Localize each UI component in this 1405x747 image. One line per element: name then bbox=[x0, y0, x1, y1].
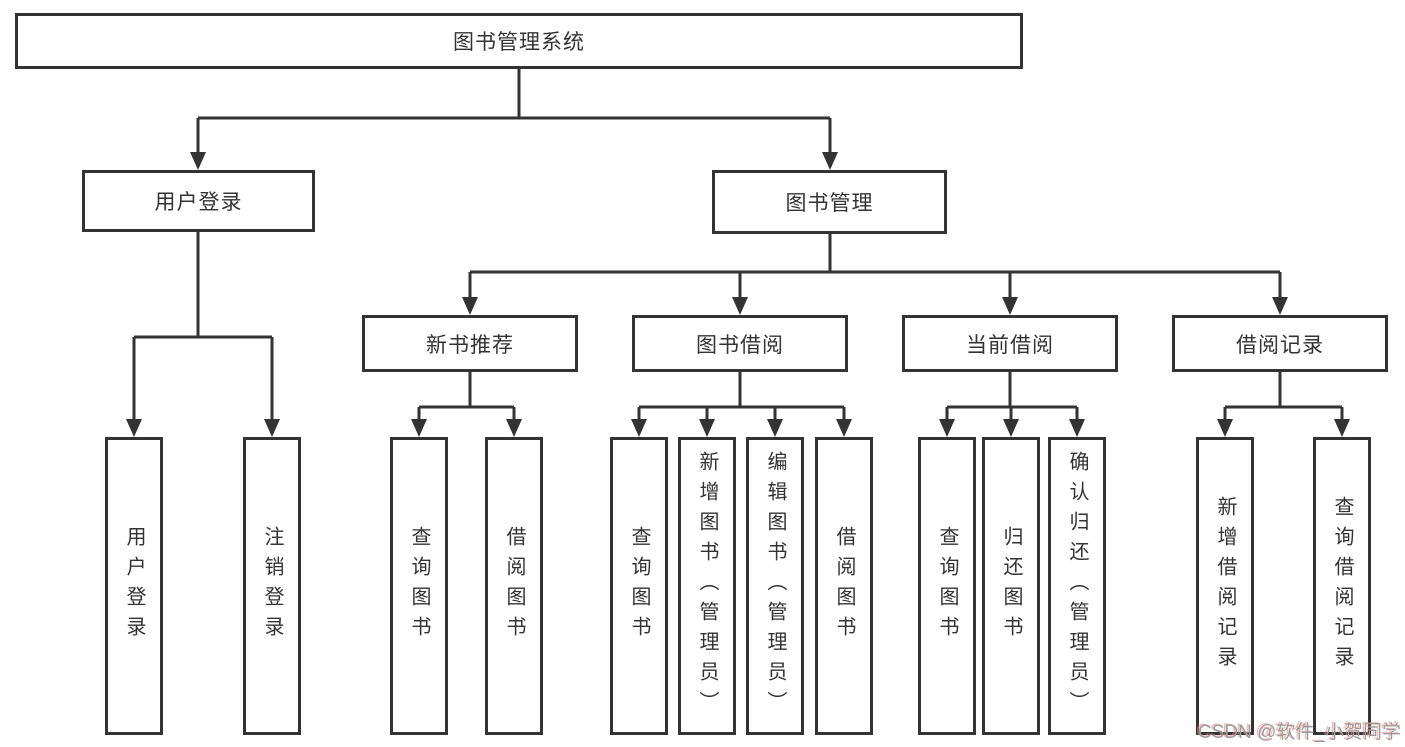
leaf-return-books: 归还图书 bbox=[982, 437, 1040, 735]
csdn-watermark: CSDN @软件_小贺同学 bbox=[1198, 722, 1401, 743]
leaf-query-books-borrow: 查询图书 bbox=[610, 437, 668, 735]
node-label: 查询图书 bbox=[936, 526, 958, 646]
leaf-confirm-return-admin: 确认归还（管理员） bbox=[1048, 437, 1106, 735]
node-label: 图书管理 bbox=[785, 192, 874, 215]
node-borrow-records: 借阅记录 bbox=[1172, 315, 1388, 372]
node-label: 查询借阅记录 bbox=[1331, 496, 1353, 676]
node-label: 确认归还（管理员） bbox=[1066, 451, 1088, 721]
node-label: 用户登录 bbox=[154, 191, 243, 214]
node-label: 用户登录 bbox=[123, 526, 145, 646]
node-label: 新书推荐 bbox=[426, 333, 514, 357]
node-label: 图书管理系统 bbox=[453, 31, 585, 54]
node-new-book-recommend: 新书推荐 bbox=[362, 315, 578, 372]
node-user-login: 用户登录 bbox=[82, 170, 315, 232]
node-label: 编辑图书（管理员） bbox=[764, 451, 786, 721]
node-label: 查询图书 bbox=[408, 526, 430, 646]
leaf-add-borrow-record: 新增借阅记录 bbox=[1196, 437, 1254, 735]
node-current-borrow: 当前借阅 bbox=[902, 315, 1118, 372]
node-label: 新增借阅记录 bbox=[1214, 496, 1236, 676]
node-label: 归还图书 bbox=[1000, 526, 1022, 646]
node-book-management: 图书管理 bbox=[712, 170, 947, 234]
leaf-edit-books-admin: 编辑图书（管理员） bbox=[746, 437, 804, 735]
node-label: 查询图书 bbox=[628, 526, 650, 646]
leaf-query-borrow-record: 查询借阅记录 bbox=[1313, 437, 1371, 735]
leaf-logout: 注销登录 bbox=[243, 437, 301, 735]
leaf-add-books-admin: 新增图书（管理员） bbox=[678, 437, 736, 735]
node-label: 当前借阅 bbox=[966, 333, 1054, 357]
node-label: 借阅记录 bbox=[1236, 333, 1324, 357]
node-label: 借阅图书 bbox=[833, 526, 855, 646]
leaf-query-books-recommend: 查询图书 bbox=[390, 437, 448, 735]
leaf-borrow-books-recommend: 借阅图书 bbox=[485, 437, 543, 735]
node-label: 借阅图书 bbox=[503, 526, 525, 646]
leaf-user-login: 用户登录 bbox=[105, 437, 163, 735]
node-label: 注销登录 bbox=[261, 526, 283, 646]
node-library-management-system: 图书管理系统 bbox=[15, 13, 1023, 69]
leaf-borrow-books: 借阅图书 bbox=[815, 437, 873, 735]
leaf-query-books-current: 查询图书 bbox=[918, 437, 976, 735]
arrowheads bbox=[126, 152, 1350, 437]
node-label: 图书借阅 bbox=[696, 333, 784, 357]
node-book-borrow: 图书借阅 bbox=[632, 315, 848, 372]
node-label: 新增图书（管理员） bbox=[696, 451, 718, 721]
